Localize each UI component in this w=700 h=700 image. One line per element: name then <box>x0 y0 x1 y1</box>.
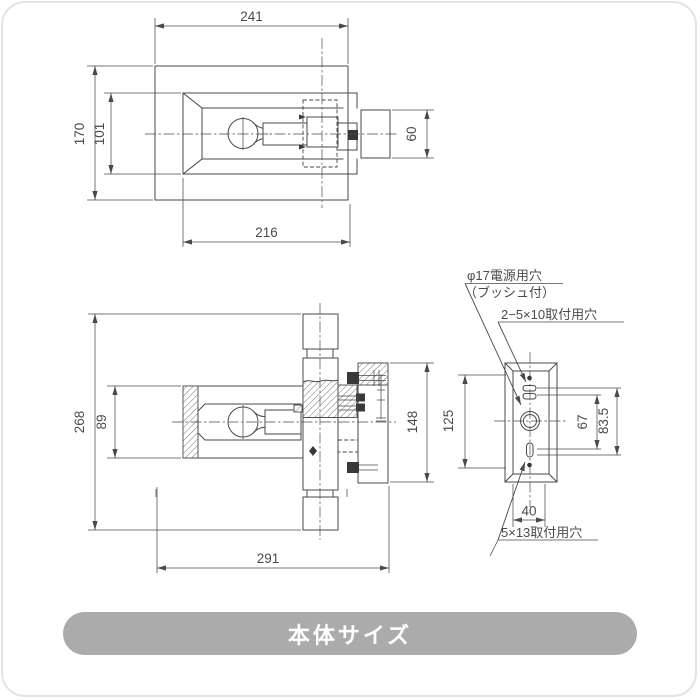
back-plate-view: 125 67 83.5 40 φ17電源用穴 （ブッシュ付） <box>441 268 624 557</box>
svg-text:241: 241 <box>240 9 263 24</box>
pivot-bolt <box>348 130 358 140</box>
pivot-marker <box>309 446 317 456</box>
dim-face-width: 40 <box>512 484 546 527</box>
power-hole-inner <box>523 414 537 428</box>
lamp-tube <box>197 403 302 441</box>
svg-text:φ17電源用穴: φ17電源用穴 <box>467 268 542 283</box>
top-view-lamp <box>227 99 339 168</box>
side-view-wall-plate <box>347 362 389 484</box>
svg-text:67: 67 <box>575 414 590 429</box>
dim-plate-height: 148 <box>390 362 434 483</box>
dim-overall-height: 170 <box>72 65 153 201</box>
svg-text:268: 268 <box>72 411 87 434</box>
screw-hole-bottom <box>527 462 532 468</box>
svg-text:60: 60 <box>404 126 419 141</box>
dim-overall-depth: 291 <box>156 486 390 573</box>
top-view-housing <box>182 92 358 175</box>
svg-text:291: 291 <box>257 551 280 566</box>
dim-overall-width: 241 <box>154 9 349 64</box>
svg-text:170: 170 <box>72 123 87 146</box>
back-plate-body <box>504 362 558 483</box>
footer-size-badge: 本体サイズ <box>63 612 637 655</box>
dim-arm-width: 60 <box>392 109 434 159</box>
bulb <box>227 118 259 149</box>
svg-text:148: 148 <box>405 411 420 434</box>
top-view: 241 170 101 216 60 <box>72 9 434 247</box>
mount-slot-upper-1 <box>522 385 537 392</box>
callout-power-hole: φ17電源用穴 （ブッシュ付） <box>464 268 563 406</box>
mount-slot-upper-2 <box>522 393 537 400</box>
svg-text:2−5×10取付用穴: 2−5×10取付用穴 <box>501 307 597 322</box>
top-view-outer-frame <box>154 65 349 201</box>
svg-text:125: 125 <box>441 410 456 433</box>
svg-text:89: 89 <box>94 414 109 429</box>
mount-slot-lower <box>526 442 534 458</box>
side-view-arm <box>302 313 339 531</box>
dim-overall-height-side: 268 <box>72 313 301 531</box>
svg-text:40: 40 <box>521 504 536 519</box>
mount-bolt-bottom <box>347 462 359 473</box>
callout-mount-holes-top: 2−5×10取付用穴 <box>497 307 624 383</box>
svg-text:101: 101 <box>92 123 107 146</box>
dim-pitch-outer: 83.5 <box>537 387 621 456</box>
svg-text:83.5: 83.5 <box>596 408 611 434</box>
socket-holder <box>306 116 339 148</box>
svg-text:5×13取付用穴: 5×13取付用穴 <box>501 525 582 540</box>
side-view: 268 89 148 291 <box>72 303 434 573</box>
dim-housing-height-side: 89 <box>94 385 181 459</box>
mount-bolt-top <box>347 372 359 384</box>
footer-size-label: 本体サイズ <box>287 622 413 648</box>
dim-pitch-inner: 67 <box>537 394 601 450</box>
side-view-bracket <box>337 384 365 453</box>
power-hole-outer <box>520 411 540 431</box>
dim-housing-width: 216 <box>182 178 351 247</box>
svg-text:（ブッシュ付）: （ブッシュ付） <box>464 285 555 300</box>
dim-hole-pitch: 125 <box>441 374 506 469</box>
back-plate-holes <box>520 375 540 468</box>
svg-text:216: 216 <box>255 225 278 240</box>
callout-mount-hole-bottom: 5×13取付用穴 <box>489 461 598 557</box>
dim-housing-height: 101 <box>92 92 181 175</box>
screw-hole-top <box>527 375 532 381</box>
